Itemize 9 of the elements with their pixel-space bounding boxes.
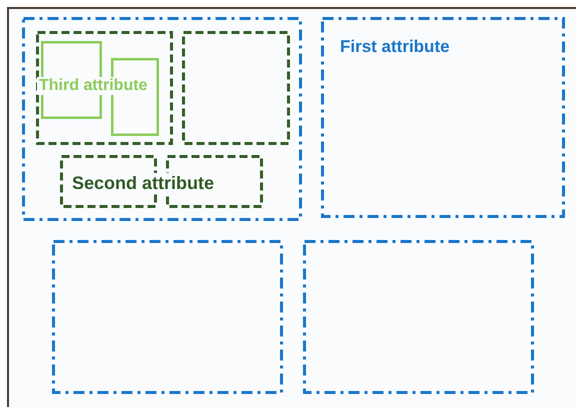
- box-title: First attribute: [340, 37, 450, 57]
- dashed-box: [36, 31, 173, 145]
- dashed-box: [321, 17, 565, 218]
- category-label: Third attribute: [37, 77, 150, 95]
- dashed-box: [22, 17, 302, 221]
- dashed-box: [303, 240, 534, 394]
- dashed-box: [52, 240, 283, 394]
- category-label: Second attribute: [70, 173, 216, 194]
- dashed-box: [182, 31, 290, 145]
